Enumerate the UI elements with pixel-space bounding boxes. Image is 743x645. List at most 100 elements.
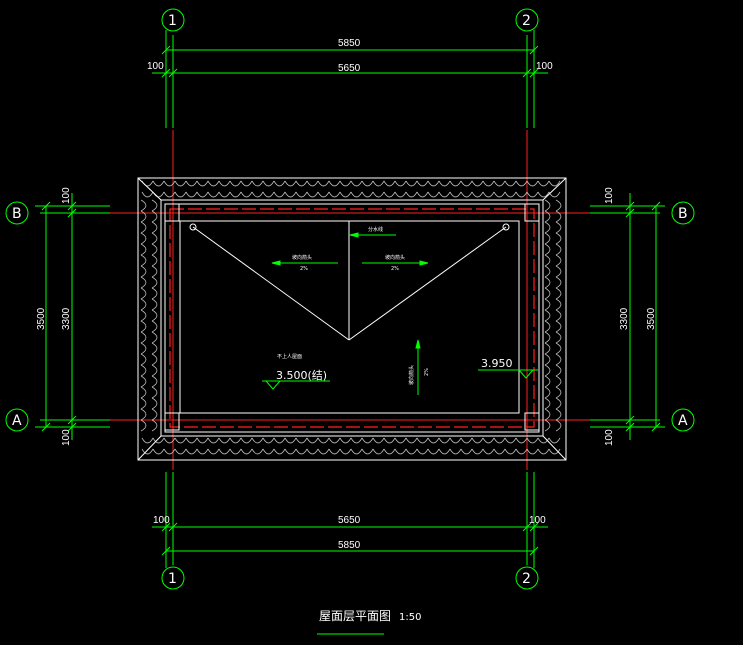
roof-tile	[544, 386, 551, 399]
roof-tile	[372, 191, 385, 198]
roof-tile	[493, 191, 506, 198]
roof-tile	[140, 353, 147, 366]
roof-tile	[151, 243, 158, 256]
roof-tile	[152, 448, 165, 455]
roof-tile	[544, 276, 551, 289]
roof-tile	[555, 298, 562, 311]
roof-tile	[262, 180, 275, 187]
roof-tile	[174, 191, 187, 198]
roof-tile	[151, 331, 158, 344]
roof-tile	[284, 448, 297, 455]
roof-tile	[196, 180, 209, 187]
roof-tile	[416, 448, 429, 455]
roof-tile	[140, 276, 147, 289]
roof-tile	[140, 386, 147, 399]
roof-tile	[482, 191, 495, 198]
drainage-lines	[192, 221, 507, 341]
roof-tile	[151, 353, 158, 366]
roof-tile	[350, 448, 363, 455]
roof-tile	[174, 437, 187, 444]
roof-tile	[151, 375, 158, 388]
left-top-offset: 100	[61, 187, 72, 204]
roof-tile	[229, 191, 242, 198]
drawing-title: 屋面层平面图	[319, 609, 391, 623]
roof-tile	[306, 437, 319, 444]
axis-a-right: A	[678, 413, 688, 429]
roof-tile	[544, 397, 551, 410]
roof-tile	[328, 437, 341, 444]
roof-tile	[555, 386, 562, 399]
roof-tile	[526, 180, 539, 187]
roof-tile	[555, 243, 562, 256]
roof-tile	[140, 232, 147, 245]
roof-tile	[152, 180, 165, 187]
bottom-left-offset: 100	[153, 515, 170, 526]
roof-tile	[526, 437, 539, 444]
roof-tile	[555, 287, 562, 300]
roof-tile	[306, 191, 319, 198]
roof-tile	[284, 191, 297, 198]
roof-tile	[240, 437, 253, 444]
roof-tile	[151, 342, 158, 355]
roof-tile	[328, 180, 341, 187]
roof-tile	[544, 353, 551, 366]
roof-tile	[383, 191, 396, 198]
roof-tile	[460, 448, 473, 455]
roof-tile	[493, 180, 506, 187]
roof-tile	[240, 191, 253, 198]
left-inner-dim: 3300	[61, 307, 72, 330]
axis-1-bottom: 1	[168, 571, 177, 587]
axis-b-left: B	[12, 206, 22, 222]
roof-tile	[196, 448, 209, 455]
roof-tile	[460, 180, 473, 187]
roof-tile	[555, 320, 562, 333]
roof-tile	[350, 191, 363, 198]
roof-tile	[394, 180, 407, 187]
roof-tile	[141, 437, 154, 444]
roof-tile	[295, 180, 308, 187]
right-inner-dim: 3300	[619, 307, 630, 330]
roof-tile	[207, 180, 220, 187]
roof-tile	[151, 320, 158, 333]
roof-tile	[151, 298, 158, 311]
roof-tile	[555, 408, 562, 421]
roof-tile	[526, 191, 539, 198]
roof-tile	[427, 191, 440, 198]
roof-tile	[140, 397, 147, 410]
roof-tile	[140, 221, 147, 234]
roof-tile	[544, 298, 551, 311]
roof-tile	[555, 221, 562, 234]
roof-tile	[328, 448, 341, 455]
roof-tile	[151, 287, 158, 300]
roof-tile	[273, 191, 286, 198]
roof-tile	[174, 448, 187, 455]
roof-tile	[140, 309, 147, 322]
roof-tile	[218, 180, 231, 187]
roof-tile	[438, 180, 451, 187]
roof-tile	[140, 342, 147, 355]
roof-tile	[438, 437, 451, 444]
roof-tile	[317, 448, 330, 455]
ridge-label: 分水线	[368, 226, 383, 233]
roof-tile	[555, 199, 562, 212]
right-bottom-offset: 100	[604, 429, 615, 446]
roof-tile	[151, 210, 158, 223]
roof-tile	[273, 180, 286, 187]
roof-tile	[405, 191, 418, 198]
roof-tile	[284, 180, 297, 187]
roof-tile	[515, 448, 528, 455]
bottom-dimensions	[152, 472, 548, 568]
roof-tile	[405, 448, 418, 455]
roof-tile	[151, 276, 158, 289]
roof-tile	[185, 180, 198, 187]
roof-tile	[317, 437, 330, 444]
roof-tile	[295, 191, 308, 198]
roof-tile	[306, 448, 319, 455]
roof-tile	[251, 437, 264, 444]
axis-1-top: 1	[168, 13, 177, 29]
roof-tile	[151, 309, 158, 322]
roof-tile	[493, 437, 506, 444]
roof-tile	[218, 437, 231, 444]
roof-tile	[544, 309, 551, 322]
